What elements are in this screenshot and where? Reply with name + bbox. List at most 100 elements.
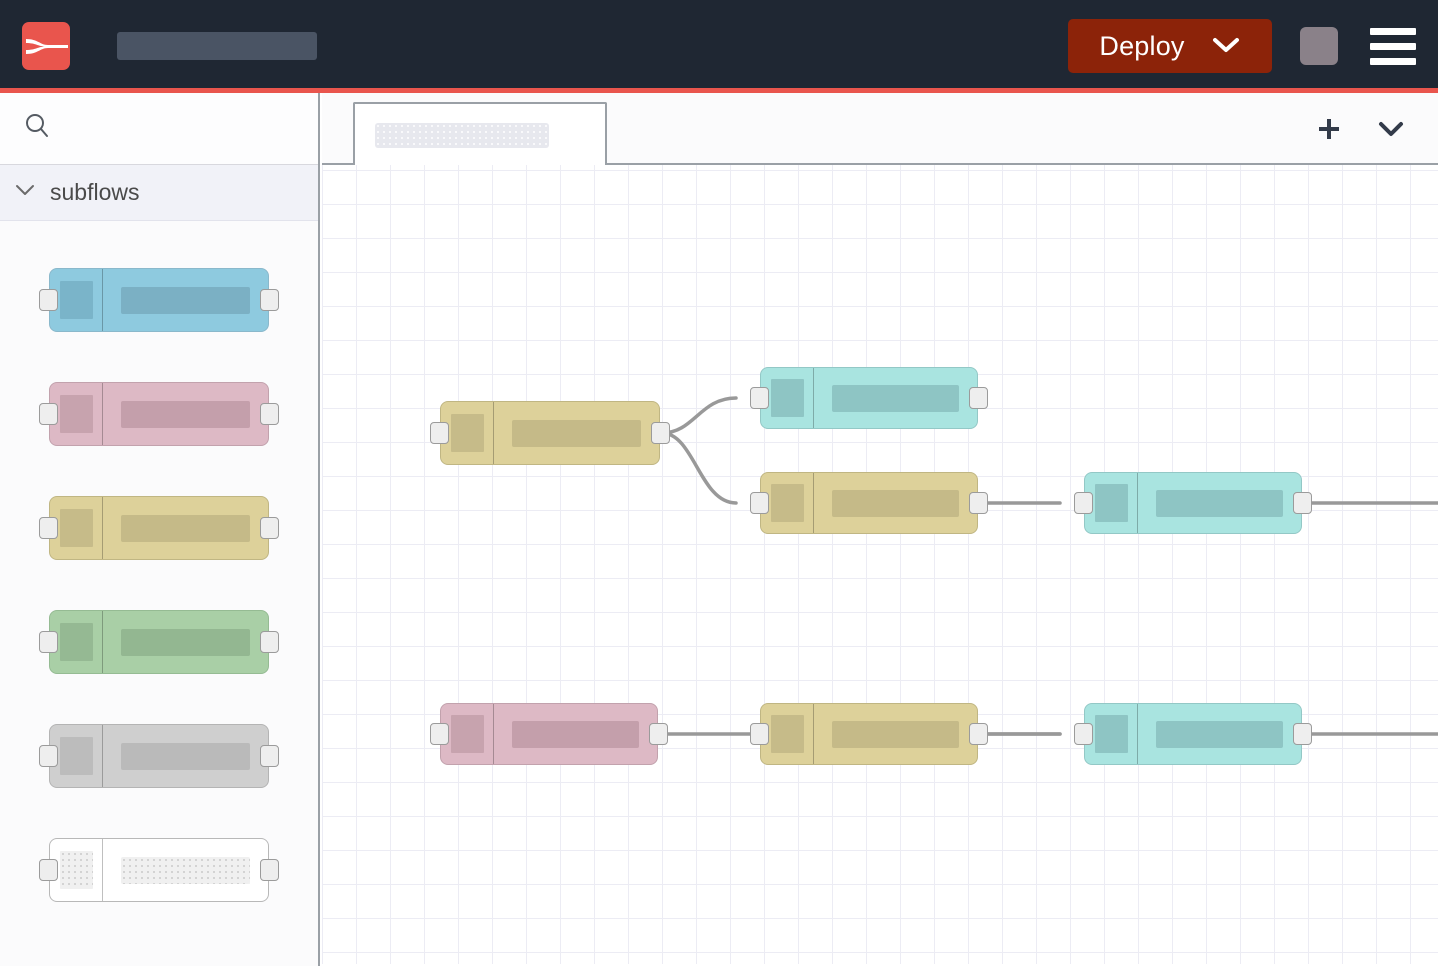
node-input-port[interactable] — [750, 723, 769, 745]
palette-category-subflows[interactable]: subflows — [0, 165, 318, 221]
palette-item[interactable] — [0, 357, 318, 471]
node-body — [1138, 473, 1301, 533]
node-body — [103, 611, 268, 673]
palette-item[interactable] — [0, 471, 318, 585]
palette-node-list — [0, 221, 318, 927]
node-output-port[interactable] — [260, 859, 279, 881]
node-icon-tray — [1085, 704, 1138, 764]
hamburger-line — [1370, 57, 1416, 65]
search-input[interactable] — [0, 93, 318, 165]
palette-node-5[interactable] — [39, 724, 279, 788]
node-icon-tray — [50, 725, 103, 787]
palette-item[interactable] — [0, 585, 318, 699]
node-input-port[interactable] — [750, 492, 769, 514]
node-icon-redacted — [1094, 715, 1128, 753]
node-input-port[interactable] — [39, 403, 58, 425]
wire-n1-n3[interactable] — [660, 431, 738, 505]
node-label-redacted — [121, 400, 250, 428]
node-input-port[interactable] — [39, 745, 58, 767]
app-header: Deploy — [0, 0, 1438, 92]
node-body — [814, 368, 977, 428]
flow-node-cyan-top[interactable] — [750, 367, 988, 429]
node-body — [814, 704, 977, 764]
flow-node-pink[interactable] — [430, 703, 668, 765]
palette-item[interactable] — [0, 813, 318, 927]
node-red-logo-icon[interactable] — [22, 22, 70, 70]
palette-node-3[interactable] — [39, 496, 279, 560]
node-icon-redacted — [450, 414, 484, 452]
node-icon-redacted — [59, 737, 93, 775]
node-input-port[interactable] — [39, 289, 58, 311]
node-input-port[interactable] — [430, 723, 449, 745]
node-icon-redacted — [59, 395, 93, 433]
node-label-redacted — [121, 742, 250, 770]
node-icon-redacted — [59, 509, 93, 547]
node-input-port[interactable] — [1074, 492, 1093, 514]
palette-category-label: subflows — [50, 179, 140, 205]
node-output-port[interactable] — [651, 422, 670, 444]
node-input-port[interactable] — [750, 387, 769, 409]
node-icon-redacted — [770, 484, 804, 522]
node-body — [103, 839, 268, 901]
node-icon-tray — [441, 402, 494, 464]
node-label-redacted — [832, 720, 959, 748]
deploy-button[interactable]: Deploy — [1068, 19, 1272, 73]
node-output-port[interactable] — [260, 745, 279, 767]
palette-node-6[interactable] — [39, 838, 279, 902]
flow-canvas[interactable] — [322, 165, 1438, 964]
node-output-port[interactable] — [260, 403, 279, 425]
hamburger-menu-icon[interactable] — [1370, 27, 1416, 65]
node-output-port[interactable] — [649, 723, 668, 745]
add-flow-button[interactable] — [1312, 112, 1346, 146]
flow-tab-1[interactable] — [353, 102, 607, 167]
flow-node-cyan-bottom-right[interactable] — [1074, 703, 1312, 765]
node-icon-tray — [50, 383, 103, 445]
palette-node-2[interactable] — [39, 382, 279, 446]
flow-menu-button[interactable] — [1374, 112, 1408, 146]
search-icon — [22, 111, 52, 146]
node-output-port[interactable] — [969, 723, 988, 745]
node-body — [494, 704, 657, 764]
palette-item[interactable] — [0, 699, 318, 813]
header-accent-bar — [0, 88, 1438, 93]
node-label-redacted — [1156, 720, 1283, 748]
palette-node-4[interactable] — [39, 610, 279, 674]
node-label-redacted — [121, 856, 250, 884]
node-input-port[interactable] — [39, 517, 58, 539]
node-output-port[interactable] — [1293, 723, 1312, 745]
chevron-down-icon — [1211, 36, 1241, 57]
palette-node-1[interactable] — [39, 268, 279, 332]
flow-workspace — [322, 93, 1438, 966]
node-icon-tray — [1085, 473, 1138, 533]
chevron-down-icon — [14, 183, 36, 202]
hamburger-line — [1370, 27, 1416, 35]
flow-tab-label-redacted — [375, 123, 549, 148]
node-label-redacted — [121, 514, 250, 542]
node-output-port[interactable] — [969, 387, 988, 409]
palette-sidebar: subflows — [0, 93, 320, 966]
node-body — [103, 497, 268, 559]
flow-node-yellow-source[interactable] — [430, 401, 670, 465]
node-input-port[interactable] — [39, 631, 58, 653]
wire-n1-n2[interactable] — [660, 396, 738, 435]
flow-node-yellow-bottom[interactable] — [750, 703, 988, 765]
flow-node-yellow-middle[interactable] — [750, 472, 988, 534]
node-icon-redacted — [59, 851, 93, 889]
node-output-port[interactable] — [260, 631, 279, 653]
palette-item[interactable] — [0, 243, 318, 357]
node-input-port[interactable] — [430, 422, 449, 444]
avatar[interactable] — [1300, 27, 1338, 65]
node-icon-tray — [50, 269, 103, 331]
node-output-port[interactable] — [969, 492, 988, 514]
node-icon-tray — [761, 473, 814, 533]
node-input-port[interactable] — [39, 859, 58, 881]
node-label-redacted — [121, 286, 250, 314]
node-input-port[interactable] — [1074, 723, 1093, 745]
flow-node-cyan-right[interactable] — [1074, 472, 1312, 534]
node-output-port[interactable] — [260, 289, 279, 311]
node-output-port[interactable] — [1293, 492, 1312, 514]
node-body — [103, 269, 268, 331]
deploy-button-label: Deploy — [1099, 30, 1185, 61]
node-output-port[interactable] — [260, 517, 279, 539]
